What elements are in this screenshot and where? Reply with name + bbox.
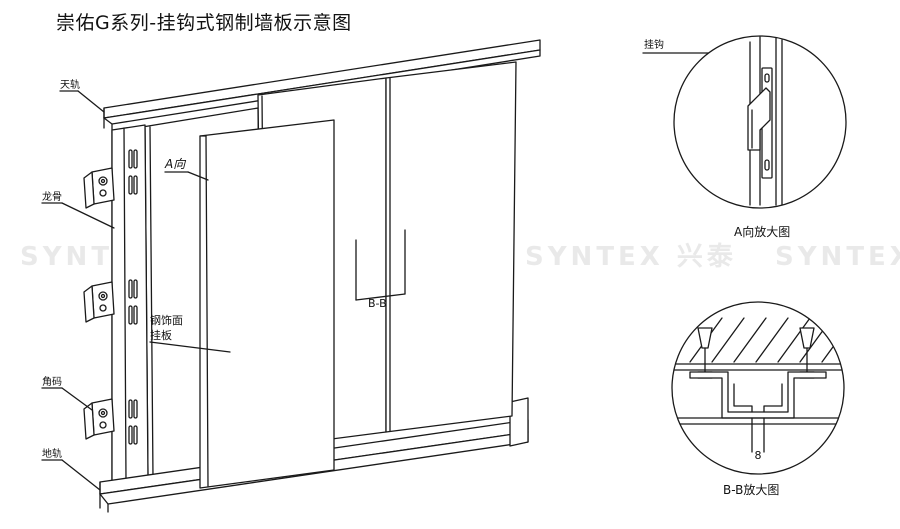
watermark-text: SYNTEX 兴泰 bbox=[525, 242, 737, 272]
label-panel-line2: 挂板 bbox=[150, 328, 172, 342]
angle-bracket-bottom bbox=[83, 398, 115, 440]
label-keel: 龙骨 bbox=[42, 190, 62, 203]
label-bottom-rail: 地轨 bbox=[42, 447, 62, 460]
section-bb-marker bbox=[355, 229, 406, 301]
label-gap-value: 8 bbox=[755, 449, 762, 462]
label-group: 天轨 龙骨 角码 地轨 A向 钢饰面 挂板 B-B 挂钩 A向放大图 8 B-B… bbox=[42, 38, 790, 497]
label-hook: 挂钩 bbox=[644, 38, 664, 51]
label-panel-line1: 钢饰面 bbox=[150, 313, 183, 327]
watermark-text: SYNTEX 兴泰 bbox=[775, 242, 900, 272]
keel-post bbox=[111, 124, 149, 485]
label-angle-code: 角码 bbox=[42, 376, 62, 388]
leader-lines bbox=[41, 52, 753, 491]
caption-a-detail: A向放大图 bbox=[734, 224, 790, 239]
label-top-rail: 天轨 bbox=[60, 78, 80, 91]
rear-panel-right bbox=[385, 61, 517, 433]
angle-bracket-top bbox=[83, 167, 115, 209]
label-section-bb: B-B bbox=[368, 297, 387, 310]
angle-bracket-middle bbox=[83, 281, 115, 323]
page-title: 崇佑G系列-挂钩式钢制墙板示意图 bbox=[56, 12, 352, 34]
a-detail-view bbox=[673, 35, 847, 209]
label-a-direction: A向 bbox=[164, 157, 186, 171]
caption-bb-detail: B-B放大图 bbox=[723, 482, 779, 497]
front-steel-panel bbox=[199, 119, 335, 489]
